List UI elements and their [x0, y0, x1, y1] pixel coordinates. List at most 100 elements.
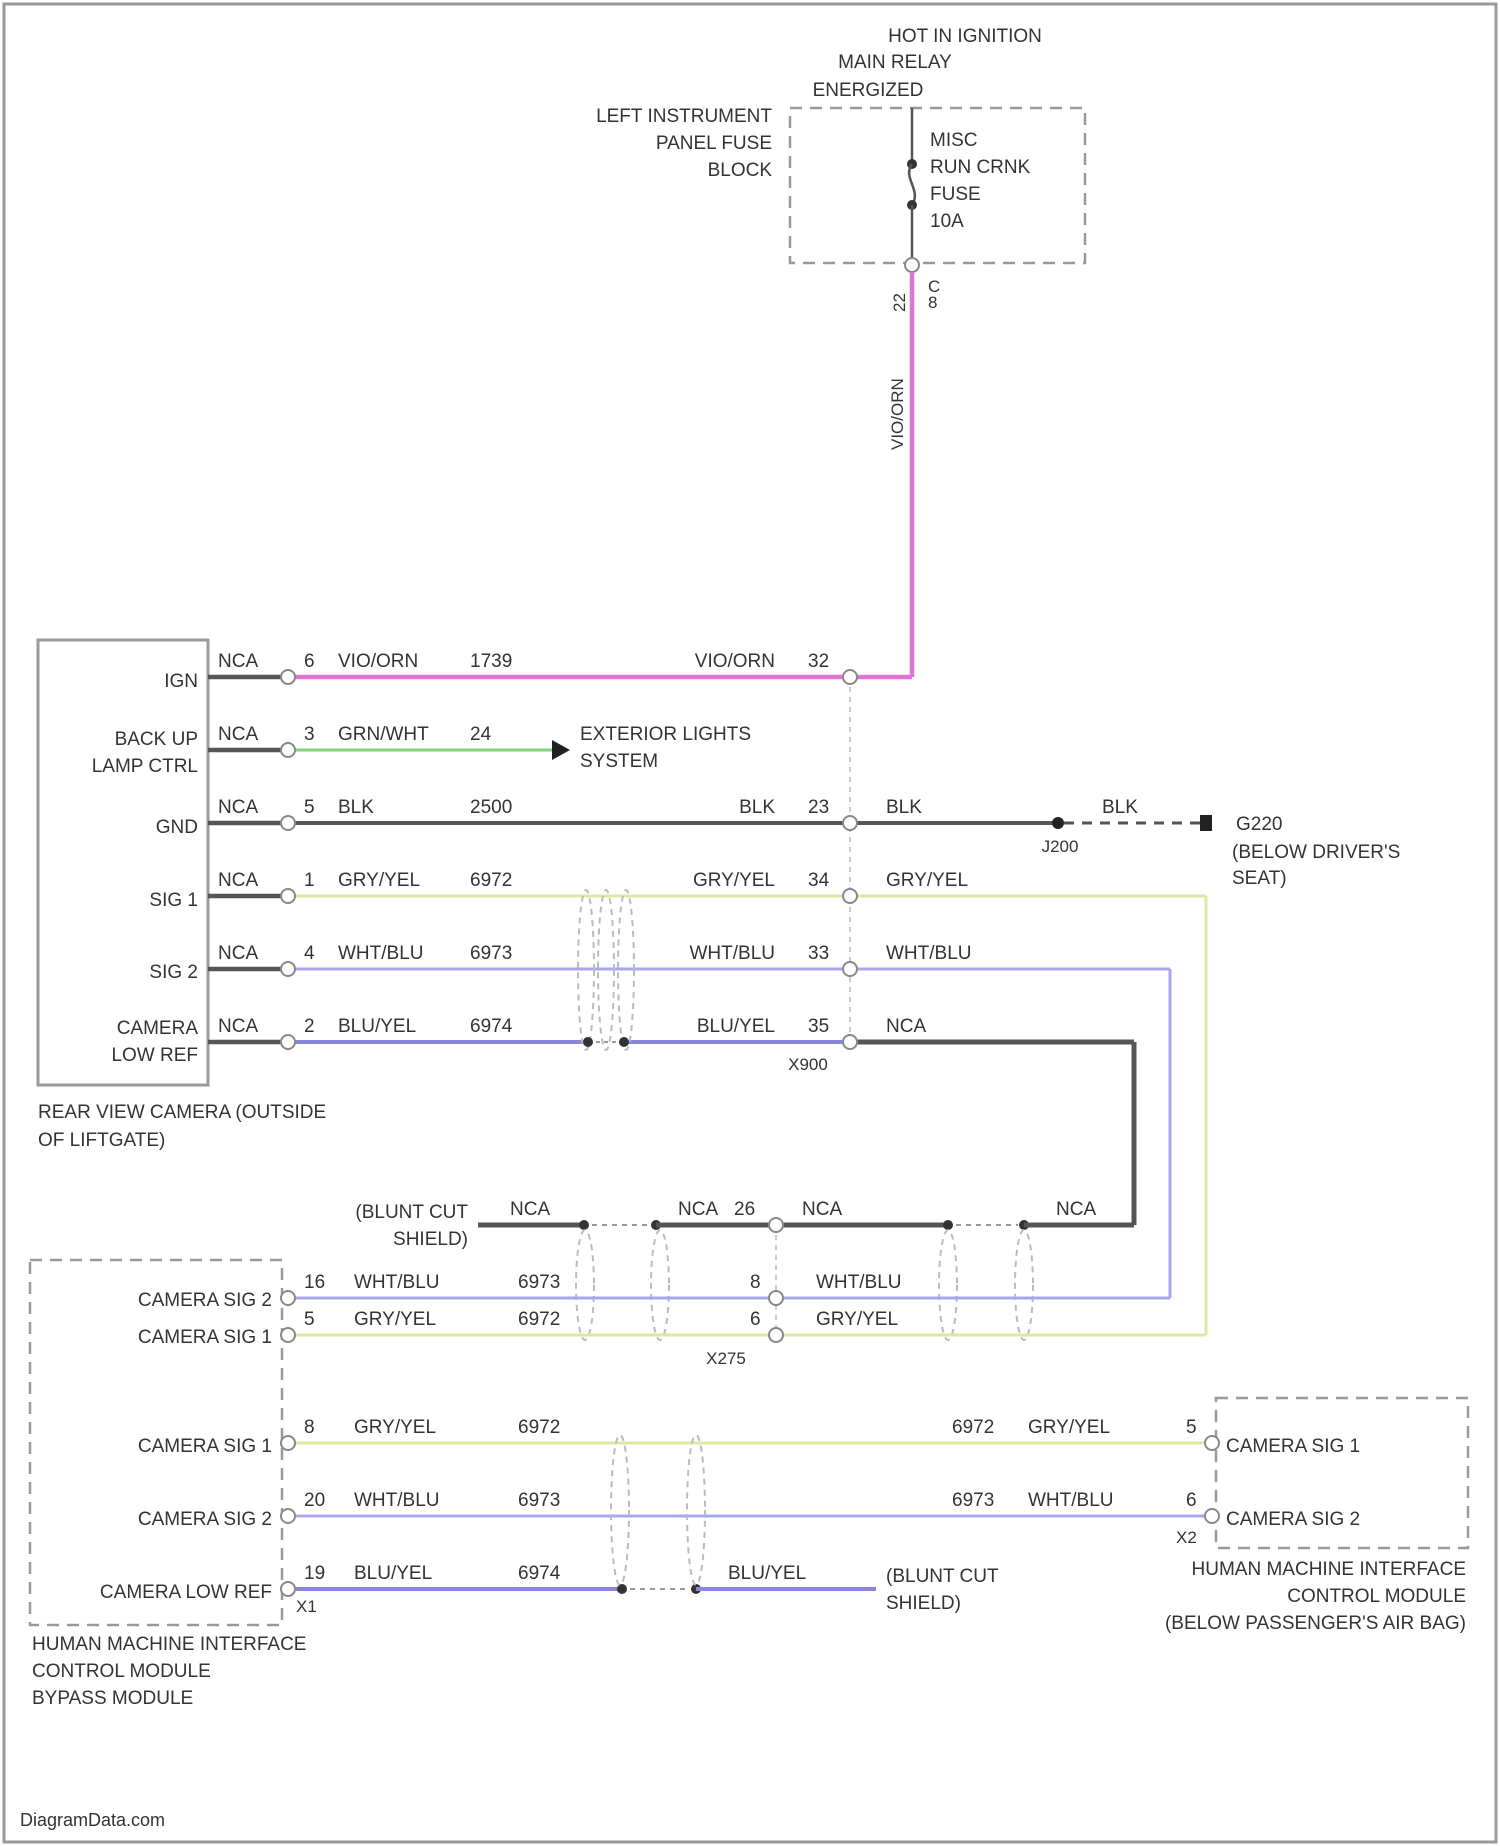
bypass-label-2: CAMERA SIG 1: [138, 1436, 272, 1457]
x900-pin-23: [843, 816, 857, 830]
shield-node-2: [619, 1037, 629, 1047]
bypass-pin-num-3: 20: [304, 1490, 325, 1511]
gnd-circuit: 2500: [470, 797, 512, 818]
hmi-pin-1: [1205, 1509, 1219, 1523]
bypass-connector: X1: [296, 1597, 317, 1616]
shield-nca-mid: NCA: [678, 1199, 718, 1220]
shield-pin-mid: 26: [734, 1199, 755, 1220]
camera-pin-label-backup-2: LAMP CTRL: [92, 756, 198, 777]
bypass-label-0: CAMERA SIG 2: [138, 1290, 272, 1311]
bypass-pin-0: [281, 1291, 295, 1305]
ground-wire-label: BLK: [1102, 797, 1138, 818]
ign-pin: 6: [304, 651, 315, 672]
bypass-wire-4: BLU/YEL: [354, 1563, 432, 1584]
bypass-name-3: BYPASS MODULE: [32, 1688, 193, 1709]
x275-pin-26: [769, 1218, 783, 1232]
x275-name: X275: [706, 1349, 746, 1368]
x900-pin-34: [843, 889, 857, 903]
bypass-pin-num-1: 5: [304, 1309, 315, 1330]
x900-pin-label-1: 23: [808, 797, 829, 818]
x900-pin-label-0: 32: [808, 651, 829, 672]
blunt-shield-top: (BLUNT CUT SHIELD) NCA NCA 26 NCA NCA: [355, 1199, 1134, 1340]
twist-r2: [1015, 1230, 1033, 1340]
bypass-pin-num-0: 16: [304, 1272, 325, 1293]
x900-name: X900: [788, 1055, 828, 1074]
fuse-out-pin: [905, 258, 919, 272]
bypass-circuit-1: 6972: [518, 1309, 560, 1330]
lowref-nca: NCA: [218, 1016, 258, 1037]
fuse-header-2: MAIN RELAY: [838, 52, 952, 73]
x900-pin-label-3: 33: [808, 943, 829, 964]
x275-row1-pin: 6: [750, 1309, 761, 1330]
cam-pin-backup: [281, 743, 295, 757]
hmi-label-1: CAMERA SIG 2: [1226, 1509, 1360, 1530]
x275-row1-wire: GRY/YEL: [816, 1309, 898, 1330]
backup-nca: NCA: [218, 724, 258, 745]
hmi-label-0: CAMERA SIG 1: [1226, 1436, 1360, 1457]
bypass-label-3: CAMERA SIG 2: [138, 1509, 272, 1530]
x275-pin-8: [769, 1291, 783, 1305]
bypass-pin-3: [281, 1509, 295, 1523]
hmi-pin-num-0: 5: [1186, 1417, 1197, 1438]
fuse-pin-8: 8: [928, 293, 937, 312]
fuse-name-1: MISC: [930, 130, 978, 151]
sig2-pin: 4: [304, 943, 315, 964]
hmi-connector: X2: [1176, 1528, 1197, 1547]
camera-pin-label-backup-1: BACK UP: [115, 729, 198, 750]
ground-eyelet: [1200, 815, 1212, 831]
camera-pin-label-sig2: SIG 2: [149, 962, 198, 983]
shield-left-node: [579, 1220, 589, 1230]
bottom-shield-label-2: SHIELD): [886, 1593, 961, 1614]
blunt-top-label-2: SHIELD): [393, 1229, 468, 1250]
fuse-block-name-2: PANEL FUSE: [656, 133, 772, 154]
bypass-label-1: CAMERA SIG 1: [138, 1327, 272, 1348]
hmi-name-3: (BELOW PASSENGER'S AIR BAG): [1165, 1613, 1466, 1634]
shield-nca-left: NCA: [510, 1199, 550, 1220]
sig1-pin: 1: [304, 870, 315, 891]
camera-name-2: OF LIFTGATE): [38, 1130, 165, 1151]
fuse-header-3: ENERGIZED: [813, 80, 924, 101]
hmi-circuit-0: 6972: [952, 1417, 994, 1438]
camera-pin-label-ign: IGN: [164, 671, 198, 692]
cam-pin-gnd: [281, 816, 295, 830]
twist-r1: [939, 1230, 957, 1340]
ground-desc-1: (BELOW DRIVER'S: [1232, 842, 1400, 863]
camera-wire-labels: NCA 6 VIO/ORN 1739 NCA 3 GRN/WHT 24 NCA …: [218, 651, 513, 1037]
x900-pin-label-2: 34: [808, 870, 830, 891]
x900-pin-32: [843, 670, 857, 684]
fuse-pin-22: 22: [890, 293, 909, 312]
x275-pin-6: [769, 1328, 783, 1342]
gnd-nca: NCA: [218, 797, 258, 818]
hmi-pin-num-1: 6: [1186, 1490, 1197, 1511]
x900-right-wire-4: NCA: [886, 1016, 926, 1037]
sig1-wire: GRY/YEL: [338, 870, 420, 891]
bypass-wire-2: GRY/YEL: [354, 1417, 436, 1438]
bypass-label-4: CAMERA LOW REF: [100, 1582, 272, 1603]
x900-right-wire-1: BLK: [886, 797, 922, 818]
bottom-shield-label-1: (BLUNT CUT: [886, 1566, 999, 1587]
hmi-pin-0: [1205, 1436, 1219, 1450]
twist-b2: [687, 1435, 705, 1585]
gnd-pin: 5: [304, 797, 315, 818]
splice-j200: [1052, 817, 1064, 829]
wire-vio-orn-vertical-label: VIO/ORN: [888, 378, 907, 450]
x900-pin-35: [843, 1035, 857, 1049]
hmi-circuit-1: 6973: [952, 1490, 994, 1511]
bypass-name-2: CONTROL MODULE: [32, 1661, 211, 1682]
lowref-pin: 2: [304, 1016, 315, 1037]
bypass-circuit-3: 6973: [518, 1490, 560, 1511]
bypass-pin-num-4: 19: [304, 1563, 325, 1584]
bypass-name-1: HUMAN MACHINE INTERFACE: [32, 1634, 306, 1655]
x900-pin-label-4: 35: [808, 1016, 829, 1037]
camera-pin-label-gnd: GND: [156, 817, 198, 838]
bypass-pin-1: [281, 1328, 295, 1342]
cam-pin-sig1: [281, 889, 295, 903]
cam-pin-ign: [281, 670, 295, 684]
x900-left-wire-4: BLU/YEL: [697, 1016, 775, 1037]
bottom-shield-node-1: [617, 1584, 627, 1594]
x900-pin-33: [843, 962, 857, 976]
watermark: DiagramData.com: [20, 1810, 165, 1830]
twist-b1: [611, 1435, 629, 1585]
